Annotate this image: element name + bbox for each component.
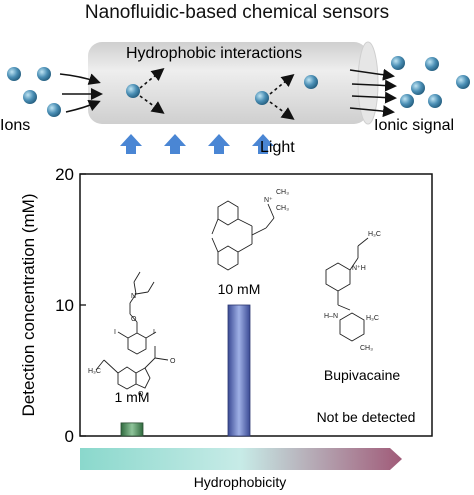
- svg-text:I: I: [114, 329, 116, 336]
- page-title: Nanofluidic-based chemical sensors: [84, 2, 390, 23]
- y-tick-label: 10: [55, 296, 74, 315]
- light-label: Light: [260, 139, 295, 156]
- svg-text:CH₃: CH₃: [276, 205, 289, 212]
- ion: [456, 75, 470, 89]
- ion: [391, 56, 405, 70]
- light-arrow: [252, 134, 274, 154]
- bar-cyclobenzaprine: [227, 304, 251, 437]
- ion: [255, 91, 269, 105]
- ion-group-left: [7, 67, 61, 117]
- svg-text:I: I: [153, 329, 155, 336]
- ion: [304, 75, 318, 89]
- ion: [47, 103, 61, 117]
- light-arrow: [120, 134, 142, 154]
- y-axis-ticks: 0 10 20: [55, 165, 86, 446]
- ion: [23, 90, 37, 104]
- svg-text:H₃C: H₃C: [88, 368, 101, 375]
- ion-group-right: [391, 56, 470, 108]
- ion: [126, 84, 140, 98]
- molecule-structure-2: [211, 200, 275, 271]
- bar2-value-label: 10 mM: [218, 281, 261, 297]
- hydrophobic-interactions-label: Hydrophobic interactions: [126, 45, 302, 62]
- ion: [411, 81, 425, 95]
- output-arrows: [349, 68, 397, 118]
- light-arrows: [120, 134, 274, 154]
- bupivacaine-label: Bupivacaine: [324, 367, 400, 383]
- svg-text:H₃C: H₃C: [366, 315, 379, 322]
- svg-text:O: O: [138, 391, 144, 398]
- molecule-structure-1: [95, 271, 169, 390]
- y-axis-label: Detection concentration (mM): [19, 194, 38, 417]
- ion: [428, 94, 442, 108]
- ion: [400, 94, 414, 108]
- svg-text:N⁺H: N⁺H: [352, 265, 366, 272]
- svg-text:CH₃: CH₃: [276, 189, 289, 196]
- bar-amiodarone: [120, 422, 144, 437]
- light-arrow: [208, 134, 230, 154]
- bar1-value-label: 1 mM: [115, 389, 150, 405]
- svg-text:CH₃: CH₃: [360, 345, 373, 352]
- light-arrow: [164, 134, 186, 154]
- molecule-structure-2-atoms: N⁺ CH₃ CH₃: [264, 189, 289, 212]
- svg-text:H–N: H–N: [324, 313, 338, 320]
- ion: [7, 67, 21, 81]
- molecule-structure-3: [325, 237, 369, 342]
- svg-text:O: O: [170, 358, 176, 365]
- ion: [37, 67, 51, 81]
- nanochannel-end: [357, 41, 379, 125]
- not-detected-label: Not be detected: [317, 409, 416, 425]
- hydrophobicity-gradient-arrow: [80, 448, 402, 470]
- y-tick-label: 20: [55, 165, 74, 184]
- ionic-signal-label: Ionic signal: [374, 117, 454, 134]
- molecule-structure-1-atoms: O O N I I O H₃C: [88, 293, 176, 398]
- svg-text:H₃C: H₃C: [368, 231, 381, 238]
- y-tick-label: 0: [65, 427, 74, 446]
- x-axis-label: Hydrophobicity: [194, 474, 287, 490]
- interaction-arrows: [139, 67, 295, 120]
- input-arrows: [59, 73, 103, 113]
- svg-text:O: O: [131, 316, 137, 323]
- ion: [425, 57, 439, 71]
- detection-bar-chart: Detection concentration (mM) 0 10 20 O O N…: [19, 165, 433, 490]
- ions-label: Ions: [0, 117, 30, 134]
- svg-text:N: N: [131, 293, 136, 300]
- nanochannel-schematic: Ions Hydrophobic interactions Light Ioni…: [0, 41, 470, 156]
- svg-text:N⁺: N⁺: [264, 197, 273, 204]
- molecule-structure-3-atoms: H₃C N⁺H H–N H₃C CH₃: [324, 231, 381, 352]
